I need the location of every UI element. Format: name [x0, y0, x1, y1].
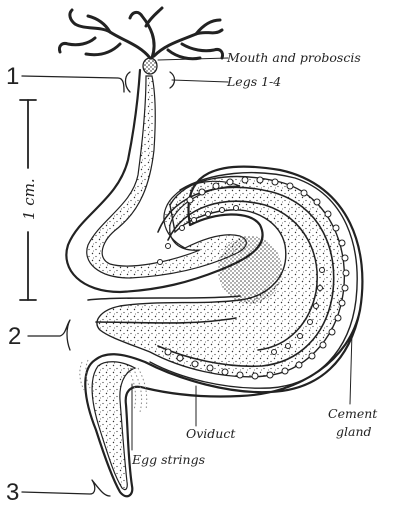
marker-1-line	[22, 76, 124, 92]
scale-label: 1 cm.	[20, 178, 38, 220]
marker-3: 3	[6, 479, 19, 506]
marker-1: 1	[6, 63, 19, 90]
branched-appendages	[59, 8, 222, 59]
marker-2: 2	[8, 323, 21, 350]
label-oviduct: Oviduct	[186, 426, 236, 441]
label-egg-strings: Egg strings	[131, 452, 205, 467]
label-legs: Legs 1-4	[226, 74, 281, 89]
marker-3-line	[22, 480, 110, 496]
label-gland: gland	[336, 424, 372, 439]
marker-2-line	[28, 320, 70, 350]
label-mouth: Mouth and proboscis	[226, 50, 361, 65]
ovary-dense	[218, 236, 282, 304]
tail-fill	[92, 362, 135, 490]
label-cement: Cement	[328, 406, 378, 421]
